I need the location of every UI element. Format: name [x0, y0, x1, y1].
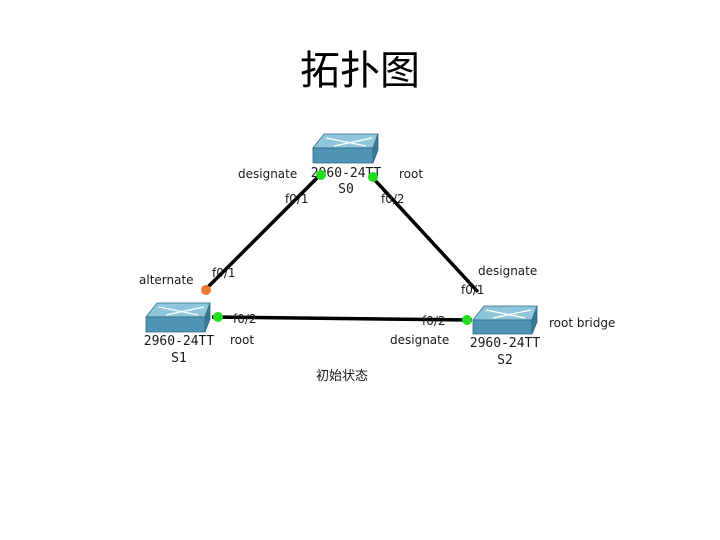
switch-s0[interactable]: 2960-24TT S0 [311, 133, 382, 197]
port-role-s2-f0-1: designate [478, 264, 537, 278]
port-dot-s0-f0-1 [316, 170, 326, 180]
switch-icon [312, 133, 379, 164]
port-role-s0-f0-1: designate [238, 167, 297, 181]
switch-s1-model: 2960-24TT [144, 334, 215, 349]
switch-s2-name: S2 [497, 353, 513, 368]
link-s0-s1 [203, 173, 322, 292]
switch-s1[interactable]: 2960-24TT S1 [144, 302, 215, 366]
port-role-s0-f0-2: root [399, 167, 423, 181]
port-label-s2-f0-2: f0/2 [422, 314, 446, 328]
port-label-s0-f0-1: f0/1 [285, 192, 309, 206]
port-dot-s2-f0-2 [462, 315, 472, 325]
port-label-s0-f0-2: f0/2 [381, 192, 405, 206]
link-s0-s2 [370, 175, 480, 294]
port-role-s1-f0-2: root [230, 333, 254, 347]
switch-s2-model: 2960-24TT [470, 336, 541, 351]
port-role-s1-f0-1: alternate [139, 273, 194, 287]
switch-s2-note: root bridge [549, 316, 615, 330]
port-dot-s1-f0-2 [213, 312, 223, 322]
switch-icon [472, 305, 538, 335]
port-label-s2-f0-1: f0/1 [461, 283, 485, 297]
diagram-caption: 初始状态 [316, 369, 368, 384]
port-role-s2-f0-2: designate [390, 333, 449, 347]
switch-s0-name: S0 [338, 182, 354, 197]
switch-icon [145, 302, 211, 333]
port-label-s1-f0-2: f0/2 [233, 312, 257, 326]
link-s1-s2 [211, 315, 473, 322]
port-dot-s0-f0-2 [368, 172, 378, 182]
port-label-s1-f0-1: f0/1 [212, 266, 236, 280]
port-dot-s1-f0-1 [201, 285, 211, 295]
switch-s0-model: 2960-24TT [311, 166, 382, 181]
switch-s1-name: S1 [171, 351, 187, 366]
switch-s2[interactable]: 2960-24TT S2 root bridge [470, 305, 616, 368]
slide-title: 拓扑图 [300, 48, 420, 94]
